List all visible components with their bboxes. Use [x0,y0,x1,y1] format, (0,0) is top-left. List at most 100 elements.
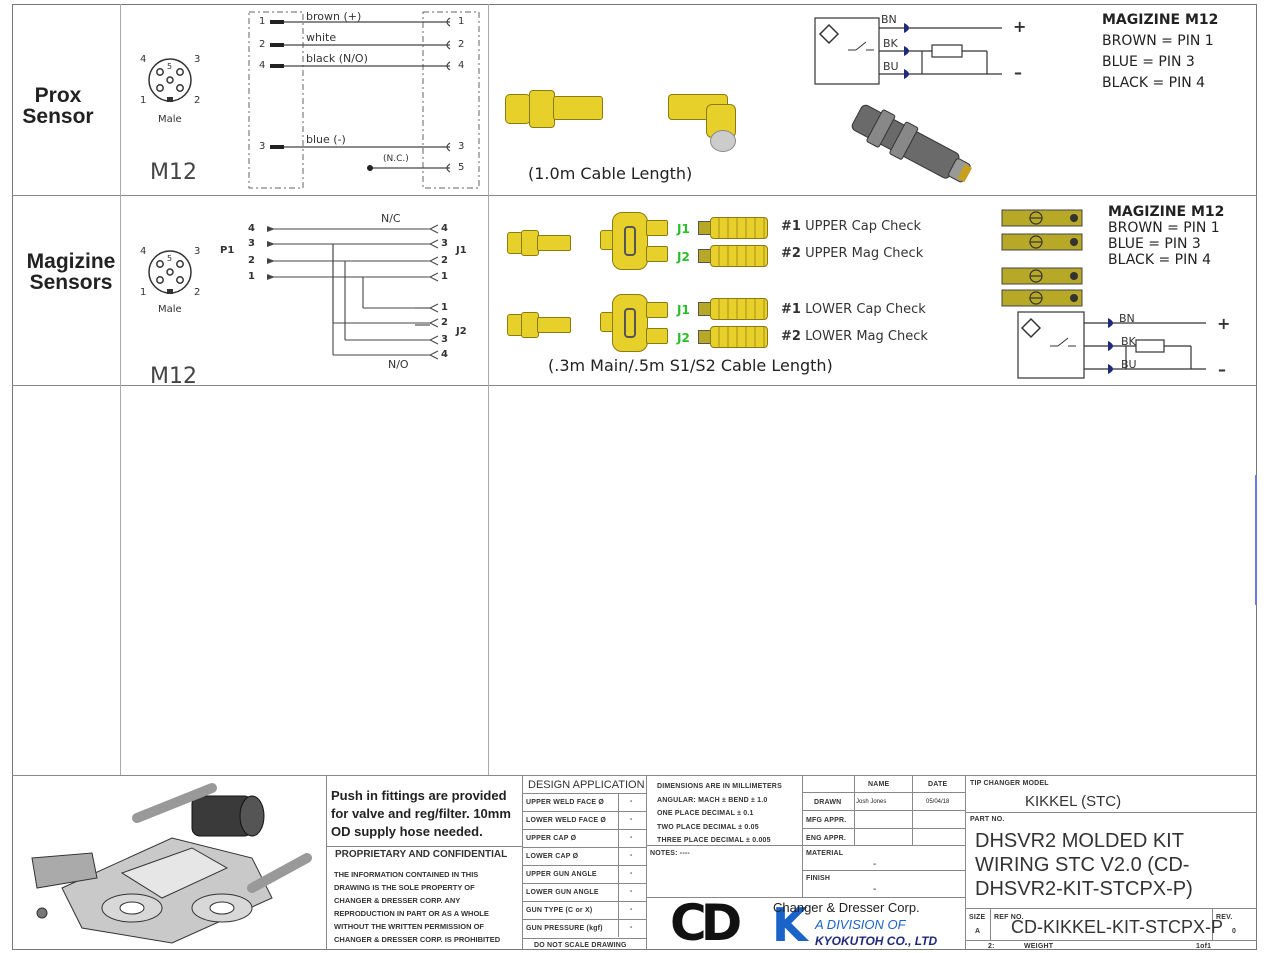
tb-date-header: DATE [928,781,948,788]
tb-dims-line: ANGULAR: MACH ± BEND ± 1.0 [657,796,768,804]
mag-check-4-tag: J2 [677,331,690,345]
mag-pin-3: 3 [194,246,201,257]
tb-do-not-scale: DO NOT SCALE DRAWING [534,942,627,949]
tb-notes-divider [646,845,802,846]
tb-material-value: - [873,859,877,870]
row-divider-3 [12,775,1257,776]
tb-drawn-name: Josh Jones [856,799,887,805]
row-divider-2 [12,385,1257,386]
mag-j1-pin: 4 [441,223,448,234]
tb-note-line: OD supply hose needed. [331,824,483,839]
tb-design-row: GUN PRESSURE (kgf) - [522,919,646,939]
tb-dims-line: DIMENSIONS ARE IN MILLIMETERS [657,783,782,790]
company-logo: CD K Changer & Dresser Corp. A DIVISION … [668,894,963,952]
tb-notes-label: NOTES: ---- [650,850,690,857]
mag-schematic-bn: BN [1119,312,1135,325]
tb-design-row-label: GUN TYPE (C or X) [526,907,593,914]
mag-j1-label: J1 [456,245,467,256]
tb-design-row-value: - [630,816,633,823]
prox-wire-3-name: blue (-) [306,133,346,146]
mag-sensor-cable-2-image [698,245,770,267]
prox-pin-3: 3 [194,54,201,65]
mag-legend-line: BLACK = PIN 4 [1108,252,1212,268]
mag-sensor-cable-4-image [698,326,770,348]
prox-title-line1: Prox [34,84,82,107]
mag-check-4: #2 LOWER Mag Check [781,329,928,344]
prox-legend-title: MAGIZINE M12 [1102,12,1219,28]
tb-design-app-title: DESIGN APPLICATION [528,779,645,791]
tb-grid-line [912,776,913,846]
prox-wire-1-pin-right: 1 [458,16,465,27]
prox-wire-2-pin-left: 2 [259,39,266,50]
tb-notes-bottom-divider [646,897,965,898]
mag-title-line1: Magizine [26,250,116,273]
tb-design-row: GUN TYPE (C or X) - [522,901,646,920]
tb-drawn-date: 05/04/18 [926,799,950,805]
tb-divider [326,775,327,950]
prox-legend-line: BLACK = PIN 4 [1102,75,1206,91]
tb-design-value-divider [618,793,619,937]
mag-check-2: #2 UPPER Mag Check [781,246,923,261]
prox-schematic-bk: BK [883,37,898,50]
assembly-isometric-image [31,783,312,944]
tb-design-row-value: - [630,888,633,895]
tb-model-label: TIP CHANGER MODEL [970,780,1049,787]
tb-rev-divider [1212,908,1213,940]
tb-finish-value: - [873,884,877,895]
tb-part-line: WIRING STC V2.0 (CD- [975,854,1190,876]
tb-part-label: PART NO. [970,816,1005,823]
mag-pin-2: 2 [194,287,201,298]
mag-pin-5: 5 [167,254,173,263]
tb-eng-label: ENG APPR. [806,835,847,842]
mag-sensors-image [1001,209,1083,307]
prox-pin-4: 4 [140,54,147,65]
tb-design-row-value: - [630,906,633,913]
tb-part-number: DHSVR2 MOLDED KIT WIRING STC V2.0 (CD- D… [975,829,1193,901]
prox-pin-5: 5 [167,62,173,71]
mag-sensor-cable-3-image [698,298,770,320]
tb-size-value: A [975,928,981,935]
tb-design-row-label: GUN PRESSURE (kgf) [526,925,603,932]
mag-check-3-text: LOWER Cap Check [805,302,926,317]
prox-schematic-minus: – [1014,63,1022,82]
tb-design-row-value: - [630,798,633,805]
mag-sensor-cable-1-image [698,217,770,239]
prox-schematic-plus: + [1013,17,1027,36]
prox-wiring-diagram [248,11,480,189]
mag-p1-label: P1 [220,245,235,256]
tb-design-row-label: LOWER GUN ANGLE [526,889,599,896]
mag-wiring-diagram [267,224,439,360]
prox-wire-1-name: brown (+) [306,10,362,23]
tb-divider [646,775,647,950]
tb-divider [522,775,523,950]
prox-connector-label: M12 [150,160,197,185]
mag-check-4-text: LOWER Mag Check [805,329,928,344]
logo-cd-mark: CD [670,894,742,952]
prox-wire-3-pin-right: 3 [458,141,465,152]
company-name: Changer & Dresser Corp. [773,900,920,915]
tb-model-value: KIKKEL (STC) [1025,793,1122,810]
tb-ref-divider [965,908,1257,909]
mag-check-3: #1 LOWER Cap Check [781,302,926,317]
tb-model-divider [965,812,1257,813]
tb-proprietary-line: THE INFORMATION CONTAINED IN THIS [334,870,479,879]
tb-design-row-value: - [630,852,633,859]
tb-dimensions: DIMENSIONS ARE IN MILLIMETERS ANGULAR: M… [657,780,782,848]
tb-grid-line [802,845,965,846]
tb-note-line: Push in fittings are provided [331,788,507,803]
mag-male-label: Male [158,304,182,315]
mag-j2-pin: 2 [441,317,448,328]
tb-finish-divider [802,870,965,871]
prox-wire-4-pin-left: 4 [259,60,266,71]
tb-design-row-label: UPPER GUN ANGLE [526,871,597,878]
company-division: A DIVISION OF [815,917,906,932]
selection-edge-marker [1255,475,1257,605]
mag-connector-label: M12 [150,364,197,389]
mag-schematic-plus: + [1217,314,1231,333]
mag-check-2-num: #2 [781,246,801,261]
tb-name-header: NAME [868,781,890,788]
mag-j1-pin: 3 [441,238,448,249]
mag-check-1-num: #1 [781,219,801,234]
prox-male-label: Male [158,114,182,125]
mag-no-label: N/O [388,358,409,371]
